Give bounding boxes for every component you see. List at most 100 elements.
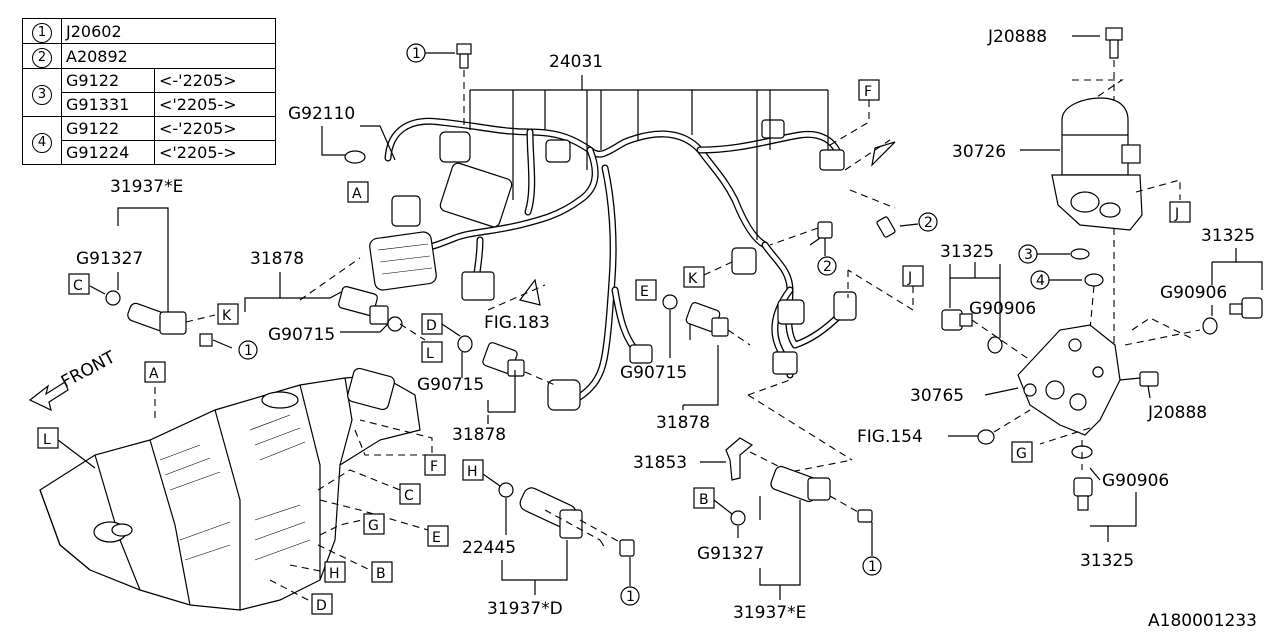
sensor-31937d: H 22445 1 31937*D (462, 459, 640, 619)
legend-row: G91224 <'2205-> (23, 140, 276, 165)
legend-range: <'2205-> (154, 92, 276, 117)
ref-letter-b: B (699, 492, 709, 508)
svg-text:1: 1 (244, 343, 253, 359)
part-label-g92110: G92110 (288, 104, 355, 124)
ref-letter-f: F (430, 459, 438, 475)
part-label-g90906: G90906 (969, 299, 1036, 319)
ref-letter-g: G (1016, 446, 1027, 462)
bolt-circled-2-mid: 2 (769, 221, 837, 276)
legend-range: <-'2205> (154, 116, 276, 141)
ref-boxes-fj: F 2 J (829, 79, 938, 311)
svg-text:2: 2 (823, 259, 832, 275)
part-label-g91327: G91327 (697, 544, 764, 564)
svg-text:3: 3 (1024, 247, 1033, 263)
part-label-22445: 22445 (462, 538, 516, 558)
ref-letter-j: J (1174, 206, 1179, 222)
ref-letter-a: A (149, 366, 159, 382)
ref-letter-h: H (329, 566, 340, 582)
part-label-30765: 30765 (910, 386, 964, 406)
svg-text:1: 1 (412, 46, 421, 62)
legend-code: G9122 (61, 116, 155, 141)
part-label-31878: 31878 (656, 413, 710, 433)
ref-letter-a: A (352, 186, 362, 202)
switch-31878-mid: D G90715 31878 (417, 313, 556, 445)
ref-letter-f: F (864, 84, 872, 100)
legend-num: 2 (22, 43, 62, 69)
ref-letter-c: C (404, 488, 414, 504)
plug-31325-right: 31325 G90906 (1124, 226, 1263, 346)
part-label-31853: 31853 (633, 453, 687, 473)
leader-24031: 24031 (469, 52, 829, 240)
switch-31878-right: E G90715 31878 K (620, 261, 751, 433)
ref-letter-l: L (43, 432, 51, 448)
part-label-31325: 31325 (1201, 226, 1255, 246)
part-label-31937e: 31937*E (110, 177, 183, 197)
legend-code: G9122 (61, 68, 155, 93)
part-label-31325: 31325 (1080, 551, 1134, 571)
legend-row: G91331 <'2205-> (23, 92, 276, 117)
svg-text:4: 4 (1036, 273, 1045, 289)
part-label-g91327: G91327 (76, 249, 143, 269)
ref-letter-k: K (222, 308, 232, 324)
svg-text:1: 1 (868, 559, 877, 575)
solenoid-30726: J20888 30726 J (952, 27, 1191, 380)
fig-ref-183: FIG.183 (484, 313, 550, 333)
ref-letter-e: E (640, 284, 649, 300)
transmission-refs: F C E G B H D (269, 419, 449, 615)
valve-body-30765: 30765 J20888 G (910, 324, 1207, 463)
front-arrow: FRONT (28, 347, 119, 412)
legend-row: 1 J20602 (22, 18, 276, 44)
legend-row: 4 G9122 <-'2205> (22, 116, 276, 165)
plug-31325-bottom: G90906 31325 (1071, 440, 1169, 571)
ref-letter-d: D (316, 598, 327, 614)
legend-num: 1 (22, 18, 62, 44)
legend-range: <-'2205> (154, 68, 276, 93)
legend-row: 3 G9122 <-'2205> (22, 68, 276, 117)
fig-ref-154: FIG.154 (857, 427, 923, 447)
transmission-body: A L (37, 361, 421, 611)
legend-num: 3 (22, 68, 62, 117)
legend-num: 4 (22, 116, 62, 165)
ref-letter-g: G (368, 518, 379, 534)
switch-31878-top: 31878 G90715 L (244, 249, 443, 363)
plug-31325-left: 31325 G90906 (940, 242, 1036, 361)
ref-letter-j: J (907, 270, 912, 286)
part-label-j20888: J20888 (1147, 403, 1207, 423)
ref-letter-c: C (73, 278, 83, 294)
wiring-harness (384, 117, 844, 402)
diagram-id: A180001233 (1148, 611, 1257, 631)
legend-code: G91224 (61, 140, 155, 165)
part-label-24031: 24031 (549, 52, 603, 72)
part-label-j20888: J20888 (987, 27, 1047, 47)
part-label-31937e: 31937*E (733, 603, 806, 623)
bolt-top-left: 1 (406, 43, 472, 130)
part-label-30726: 30726 (952, 142, 1006, 162)
legend-range: <'2205-> (154, 140, 276, 165)
orings-3-4: 3 4 (1018, 244, 1104, 331)
ref-letter-e: E (432, 530, 441, 546)
harness-connectors (369, 119, 857, 411)
part-label-g90715: G90715 (620, 363, 687, 383)
legend-table: 1 J20602 2 A20892 3 G9122 <-'2205> G9133… (22, 18, 276, 165)
oring-g92110: G92110 A (288, 104, 396, 203)
part-label-31878: 31878 (250, 249, 304, 269)
ref-letter-d: D (426, 318, 437, 334)
part-label-g90906: G90906 (1160, 283, 1227, 303)
ref-letter-k: K (688, 271, 698, 287)
part-label-g90906: G90906 (1102, 471, 1169, 491)
ref-letter-l: L (426, 346, 434, 362)
part-label-31878: 31878 (452, 425, 506, 445)
front-label: FRONT (58, 347, 119, 392)
ref-letter-h: H (467, 464, 478, 480)
svg-text:1: 1 (626, 589, 635, 605)
fig154-ref: FIG.154 (857, 409, 1031, 447)
part-label-g90715: G90715 (417, 375, 484, 395)
svg-text:2: 2 (924, 215, 933, 231)
fig183-ref: FIG.183 (484, 278, 550, 333)
ref-letter-b: B (376, 566, 386, 582)
sensor-31937e-bottom: 31853 1 B G91327 31937*E (633, 379, 882, 623)
part-label-31325: 31325 (940, 242, 994, 262)
part-label-31937d: 31937*D (487, 599, 563, 619)
part-label-g90715: G90715 (268, 325, 335, 345)
